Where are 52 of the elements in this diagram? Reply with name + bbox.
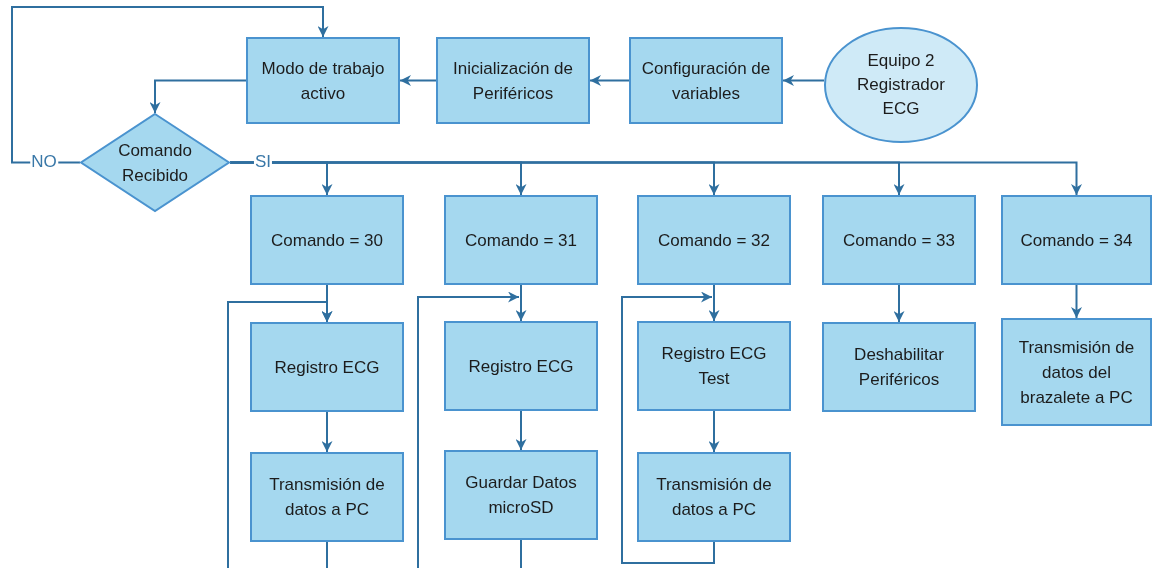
node-label: Inicialización de Periféricos — [452, 57, 574, 105]
process-box — [822, 195, 976, 285]
connector-arrow — [417, 291, 522, 568]
node-label: Registro ECG Test — [660, 343, 768, 390]
node-label: Comando = 32 — [657, 229, 771, 252]
connector-arrow — [1071, 284, 1082, 319]
process-box — [1001, 318, 1152, 426]
node-label: Transmisión de datos a PC — [268, 474, 386, 521]
connector-arrow — [782, 75, 825, 86]
connector-arrow — [227, 301, 333, 568]
connector-arrow — [589, 75, 630, 86]
node-label: Deshabilitar Periféricos — [853, 344, 945, 391]
process-box — [637, 195, 791, 285]
connector-arrow — [708, 410, 720, 453]
decision-diamond — [80, 113, 230, 212]
process-box — [246, 37, 400, 124]
start-ellipse — [824, 27, 978, 143]
node-label: Comando = 34 — [1019, 229, 1134, 252]
node-label: Modo de trabajo activo — [260, 57, 386, 105]
node-label: Transmisión de datos del brazalete a PC — [1017, 336, 1136, 409]
connector-arrow — [621, 291, 715, 564]
connector-arrow — [149, 79, 247, 114]
node-label: Registro ECG — [273, 356, 381, 379]
process-box — [444, 450, 598, 540]
process-box — [250, 452, 404, 542]
process-box — [436, 37, 590, 124]
node-label: Equipo 2 Registrador ECG — [856, 50, 946, 120]
node-label: Comando = 31 — [464, 229, 578, 252]
process-box — [250, 195, 404, 285]
connector-arrow — [515, 410, 527, 451]
node-label: Registro ECG — [467, 355, 575, 378]
connector-arrow — [229, 161, 1082, 196]
node-label: Guardar Datos microSD — [464, 472, 578, 519]
process-box — [1001, 195, 1152, 285]
node-label: Configuración de variables — [640, 57, 772, 105]
node-label: Comando Recibido — [117, 139, 193, 187]
connector-arrow — [399, 75, 437, 86]
process-box — [444, 195, 598, 285]
process-box — [250, 322, 404, 412]
connector-arrow — [708, 284, 720, 322]
connector-arrow — [321, 411, 333, 453]
connector-arrow — [515, 284, 527, 322]
process-box — [822, 322, 976, 412]
process-box — [637, 452, 791, 542]
process-box — [444, 321, 598, 411]
node-label: Comando = 33 — [842, 229, 956, 252]
connector-arrow — [893, 284, 905, 323]
node-label: Comando = 30 — [270, 229, 384, 252]
node-label: Transmisión de datos a PC — [655, 474, 773, 521]
connector-arrow — [11, 6, 329, 164]
process-box — [629, 37, 783, 124]
process-box — [637, 321, 791, 411]
